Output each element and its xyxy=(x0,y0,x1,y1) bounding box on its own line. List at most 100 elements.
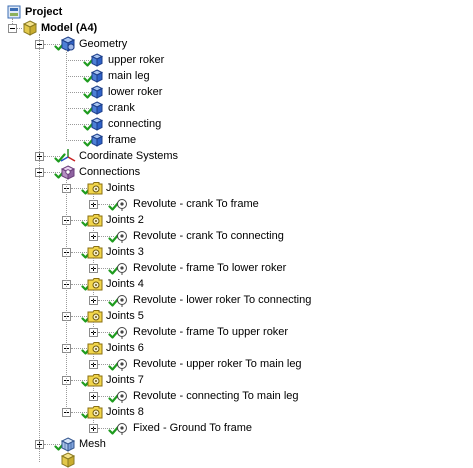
tree-item-body[interactable]: lower roker xyxy=(0,84,473,100)
tree-guide-line xyxy=(12,18,13,24)
status-check-icon xyxy=(54,152,66,164)
tree-item-joint-group[interactable]: Joints 7 xyxy=(0,372,473,388)
tree-item-geometry[interactable]: Geometry xyxy=(0,36,473,52)
tree-connector xyxy=(71,412,87,413)
tree-item-body[interactable]: connecting xyxy=(0,116,473,132)
tree-guide-line xyxy=(93,322,94,333)
tree-item-joint-label: Revolute - crank To connecting xyxy=(133,230,284,242)
tree-item-project-label: Project xyxy=(25,6,63,18)
tree-item-project[interactable]: Project xyxy=(0,4,473,20)
tree-item-body-label: upper roker xyxy=(108,54,165,66)
status-check-icon xyxy=(108,296,120,308)
tree-item-joint-group[interactable]: Joints 3 xyxy=(0,244,473,260)
tree-item-joint[interactable]: Fixed - Ground To frame xyxy=(0,420,473,436)
tree-connector xyxy=(44,156,60,157)
tree-item-joint-label: Revolute - frame To lower roker xyxy=(133,262,287,274)
body-cube-icon xyxy=(89,100,105,116)
tree-item-body[interactable]: main leg xyxy=(0,68,473,84)
tree-guide-line xyxy=(93,226,94,237)
tree-item-body-label: lower roker xyxy=(108,86,163,98)
tree-item-body[interactable]: crank xyxy=(0,100,473,116)
tree-guide-line xyxy=(93,194,94,205)
tree-item-joint-group-label: Joints xyxy=(106,182,135,194)
tree-connector xyxy=(98,332,114,333)
tree-connector xyxy=(71,188,87,189)
tree-item-model[interactable]: Model (A4) xyxy=(0,20,473,36)
collapse-toggle[interactable] xyxy=(8,24,17,33)
tree-item-joint[interactable]: Revolute - crank To frame xyxy=(0,196,473,212)
tree-item-joint-group-label: Joints 3 xyxy=(106,246,144,258)
tree-connector xyxy=(71,316,87,317)
tree-guide-line xyxy=(39,34,40,462)
status-check-icon xyxy=(108,392,120,404)
tree-connector xyxy=(66,92,89,93)
tree-item-joint-label: Fixed - Ground To frame xyxy=(133,422,253,434)
status-check-icon xyxy=(108,200,120,212)
tree-connector xyxy=(71,220,87,221)
tree-item-joint-label: Revolute - crank To frame xyxy=(133,198,259,210)
revolute-joint-icon xyxy=(114,228,130,244)
tree-item-joint-label: Revolute - upper roker To main leg xyxy=(133,358,302,370)
partial-item-icon xyxy=(60,452,76,468)
tree-connector xyxy=(66,108,89,109)
tree-item-joint-label: Revolute - lower roker To connecting xyxy=(133,294,312,306)
joint-folder-icon xyxy=(87,244,103,260)
project-icon xyxy=(6,4,22,20)
tree-item-joint-group-label: Joints 7 xyxy=(106,374,144,386)
tree-item-connections[interactable]: Connections xyxy=(0,164,473,180)
tree-connector xyxy=(44,444,60,445)
status-check-icon xyxy=(108,328,120,340)
tree-connector xyxy=(71,348,87,349)
body-cube-icon xyxy=(89,132,105,148)
tree-item-body[interactable]: frame xyxy=(0,132,473,148)
tree-item-joint-group[interactable]: Joints xyxy=(0,180,473,196)
tree-guide-line xyxy=(93,354,94,365)
tree-item-joint[interactable]: Revolute - connecting To main leg xyxy=(0,388,473,404)
tree-connector xyxy=(66,76,89,77)
tree-connector xyxy=(66,60,89,61)
joint-folder-icon xyxy=(87,404,103,420)
tree-guide-line xyxy=(93,258,94,269)
revolute-joint-icon xyxy=(114,356,130,372)
status-check-icon xyxy=(108,424,120,436)
joint-folder-icon xyxy=(87,276,103,292)
tree-connector xyxy=(98,396,114,397)
tree-guide-line xyxy=(93,418,94,429)
tree-item-joint-group-label: Joints 6 xyxy=(106,342,144,354)
body-cube-icon xyxy=(89,52,105,68)
tree-connector xyxy=(98,428,114,429)
revolute-joint-icon xyxy=(114,324,130,340)
tree-item-mesh[interactable]: Mesh xyxy=(0,436,473,452)
tree-item-joint[interactable]: Revolute - crank To connecting xyxy=(0,228,473,244)
tree-connector xyxy=(71,380,87,381)
tree-connector xyxy=(98,300,114,301)
tree-item-connections-label: Connections xyxy=(79,166,141,178)
body-cube-icon xyxy=(89,84,105,100)
tree-item-joint-group[interactable]: Joints 6 xyxy=(0,340,473,356)
tree-item-joint-group-label: Joints 2 xyxy=(106,214,144,226)
tree-item-joint-group[interactable]: Joints 5 xyxy=(0,308,473,324)
tree-item-joint-group-label: Joints 8 xyxy=(106,406,144,418)
status-check-icon xyxy=(108,264,120,276)
tree-item-body[interactable]: upper roker xyxy=(0,52,473,68)
tree-item-model-label: Model (A4) xyxy=(41,22,98,34)
body-cube-icon xyxy=(89,116,105,132)
tree-guide-line xyxy=(93,386,94,397)
tree-item-joint[interactable]: Revolute - frame To lower roker xyxy=(0,260,473,276)
revolute-joint-icon xyxy=(114,292,130,308)
revolute-joint-icon xyxy=(114,388,130,404)
joint-folder-icon xyxy=(87,372,103,388)
tree-item-joint-group[interactable]: Joints 4 xyxy=(0,276,473,292)
tree-item-coordinate-systems[interactable]: Coordinate Systems xyxy=(0,148,473,164)
tree-item-joint[interactable]: Revolute - frame To upper roker xyxy=(0,324,473,340)
tree-item-mesh-label: Mesh xyxy=(79,438,106,450)
tree-connector xyxy=(98,268,114,269)
tree-connector xyxy=(44,172,60,173)
model-icon xyxy=(22,20,38,36)
revolute-joint-icon xyxy=(114,260,130,276)
tree-item-joint[interactable]: Revolute - upper roker To main leg xyxy=(0,356,473,372)
tree-item-joint-group[interactable]: Joints 2 xyxy=(0,212,473,228)
tree-item-joint[interactable]: Revolute - lower roker To connecting xyxy=(0,292,473,308)
tree-item-joint-group[interactable]: Joints 8 xyxy=(0,404,473,420)
